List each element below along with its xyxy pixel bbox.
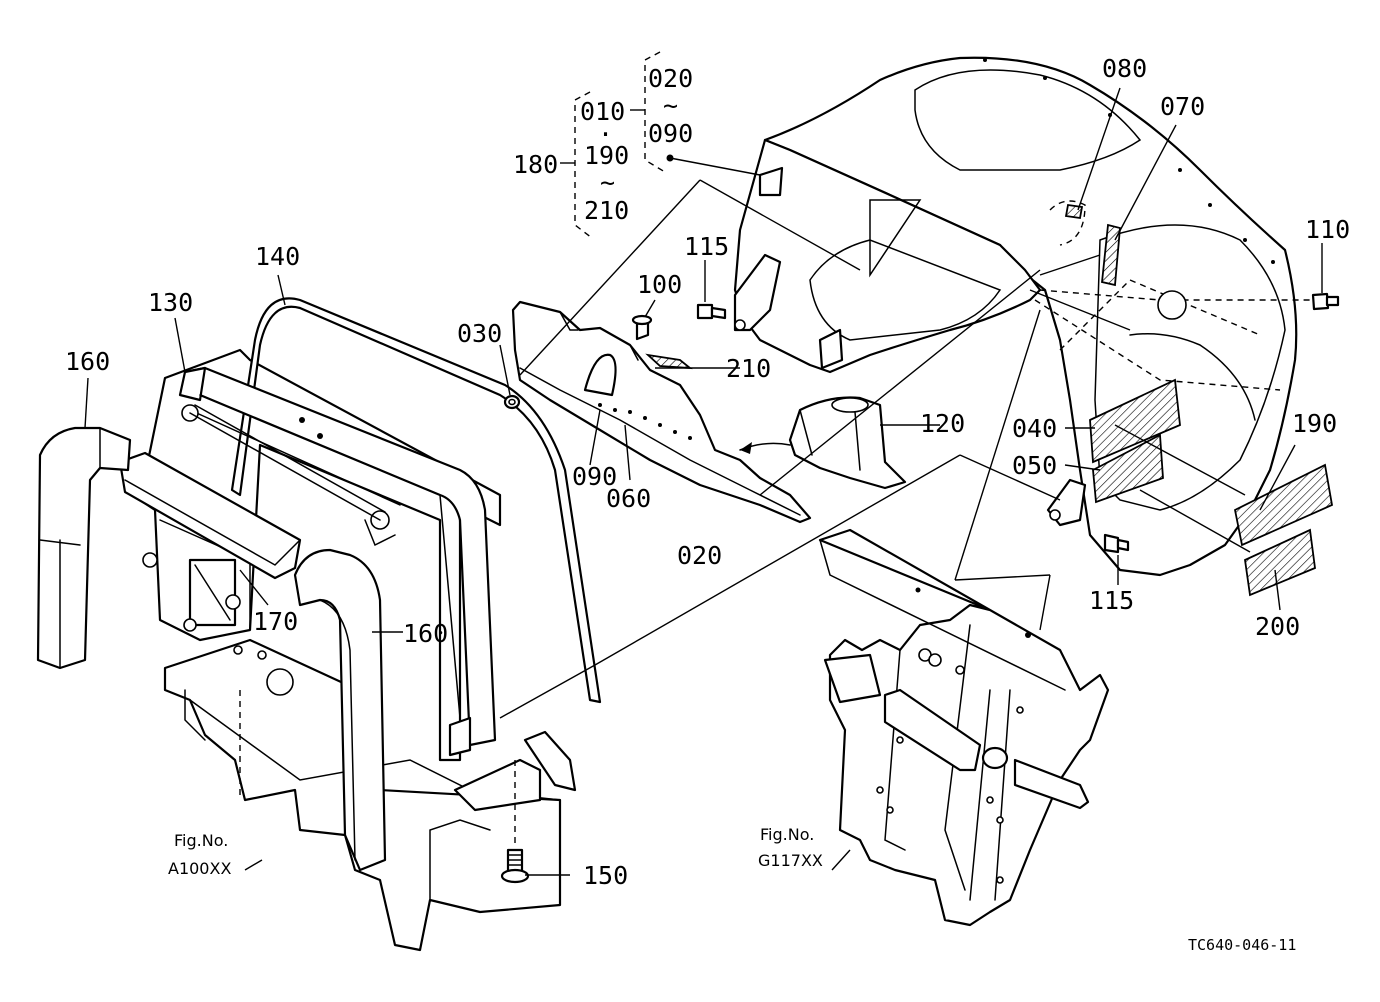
callout-030: 030 <box>457 319 503 348</box>
panel-foot-bracket <box>448 716 577 812</box>
decal-050 <box>1092 433 1164 504</box>
callout-tilde-upper: ~ <box>663 91 679 120</box>
bar-170 <box>118 451 302 580</box>
callout-120: 120 <box>920 409 966 438</box>
cup-part-120 <box>788 396 907 490</box>
decal-210-small <box>645 353 693 370</box>
callout-115-lower: 115 <box>1089 586 1135 615</box>
callout-160-left: 160 <box>65 347 111 376</box>
decal-200 <box>1244 528 1316 597</box>
callout-190-upper: 190 <box>584 141 630 170</box>
bolt-115-upper <box>696 303 727 320</box>
callout-040: 040 <box>1012 414 1058 443</box>
decal-190 <box>1233 463 1334 547</box>
callout-010: 010 <box>580 97 626 126</box>
inner-cover-panel <box>511 300 812 524</box>
callout-110: 110 <box>1305 215 1351 244</box>
drawing-code: TC640-046-11 <box>1188 936 1297 954</box>
callout-180: 180 <box>513 150 559 179</box>
washer-030 <box>503 394 521 410</box>
callout-140: 140 <box>255 242 301 271</box>
left-fig-ref-code: A100XX <box>168 859 232 878</box>
hood-cover-020 <box>733 56 1320 577</box>
left-fig-ref-label: Fig.No. <box>174 831 229 850</box>
leader-lines <box>84 87 1323 876</box>
callout-100: 100 <box>637 270 683 299</box>
callout-160-right: 160 <box>403 619 449 648</box>
callout-020-upper: 020 <box>648 64 694 93</box>
guard-160-right <box>293 548 387 872</box>
bolt-100 <box>631 314 653 341</box>
right-mount-frame <box>818 528 1110 927</box>
bolt-110 <box>1311 292 1340 311</box>
callout-130: 130 <box>148 288 194 317</box>
bolt-115-lower <box>1103 533 1130 554</box>
callout-190-right: 190 <box>1292 409 1338 438</box>
hood-bracket-left <box>733 253 782 332</box>
right-fig-ref-code: G117XX <box>758 851 823 870</box>
callout-brackets <box>560 51 674 239</box>
callout-080: 080 <box>1102 54 1148 83</box>
callout-090-lower: 090 <box>572 462 618 491</box>
callout-200: 200 <box>1255 612 1301 641</box>
callout-210-upper: 210 <box>584 196 630 225</box>
callout-170: 170 <box>253 607 299 636</box>
callout-150: 150 <box>583 861 629 890</box>
callout-210-lower: 210 <box>726 354 772 383</box>
callout-060: 060 <box>606 484 652 513</box>
decal-040 <box>1089 378 1181 464</box>
callout-020-lower: 020 <box>677 541 723 570</box>
callout-090-upper: 090 <box>648 119 694 148</box>
front-panel-130 <box>178 366 497 747</box>
callout-bullet: · <box>598 120 614 149</box>
bolt-150 <box>500 848 530 884</box>
callout-050: 050 <box>1012 451 1058 480</box>
right-fig-ref-label: Fig.No. <box>760 825 815 844</box>
callout-070: 070 <box>1160 92 1206 121</box>
callout-tilde-lower: ~ <box>600 168 616 197</box>
callout-115-upper: 115 <box>684 232 730 261</box>
guard-160-left <box>36 426 132 670</box>
